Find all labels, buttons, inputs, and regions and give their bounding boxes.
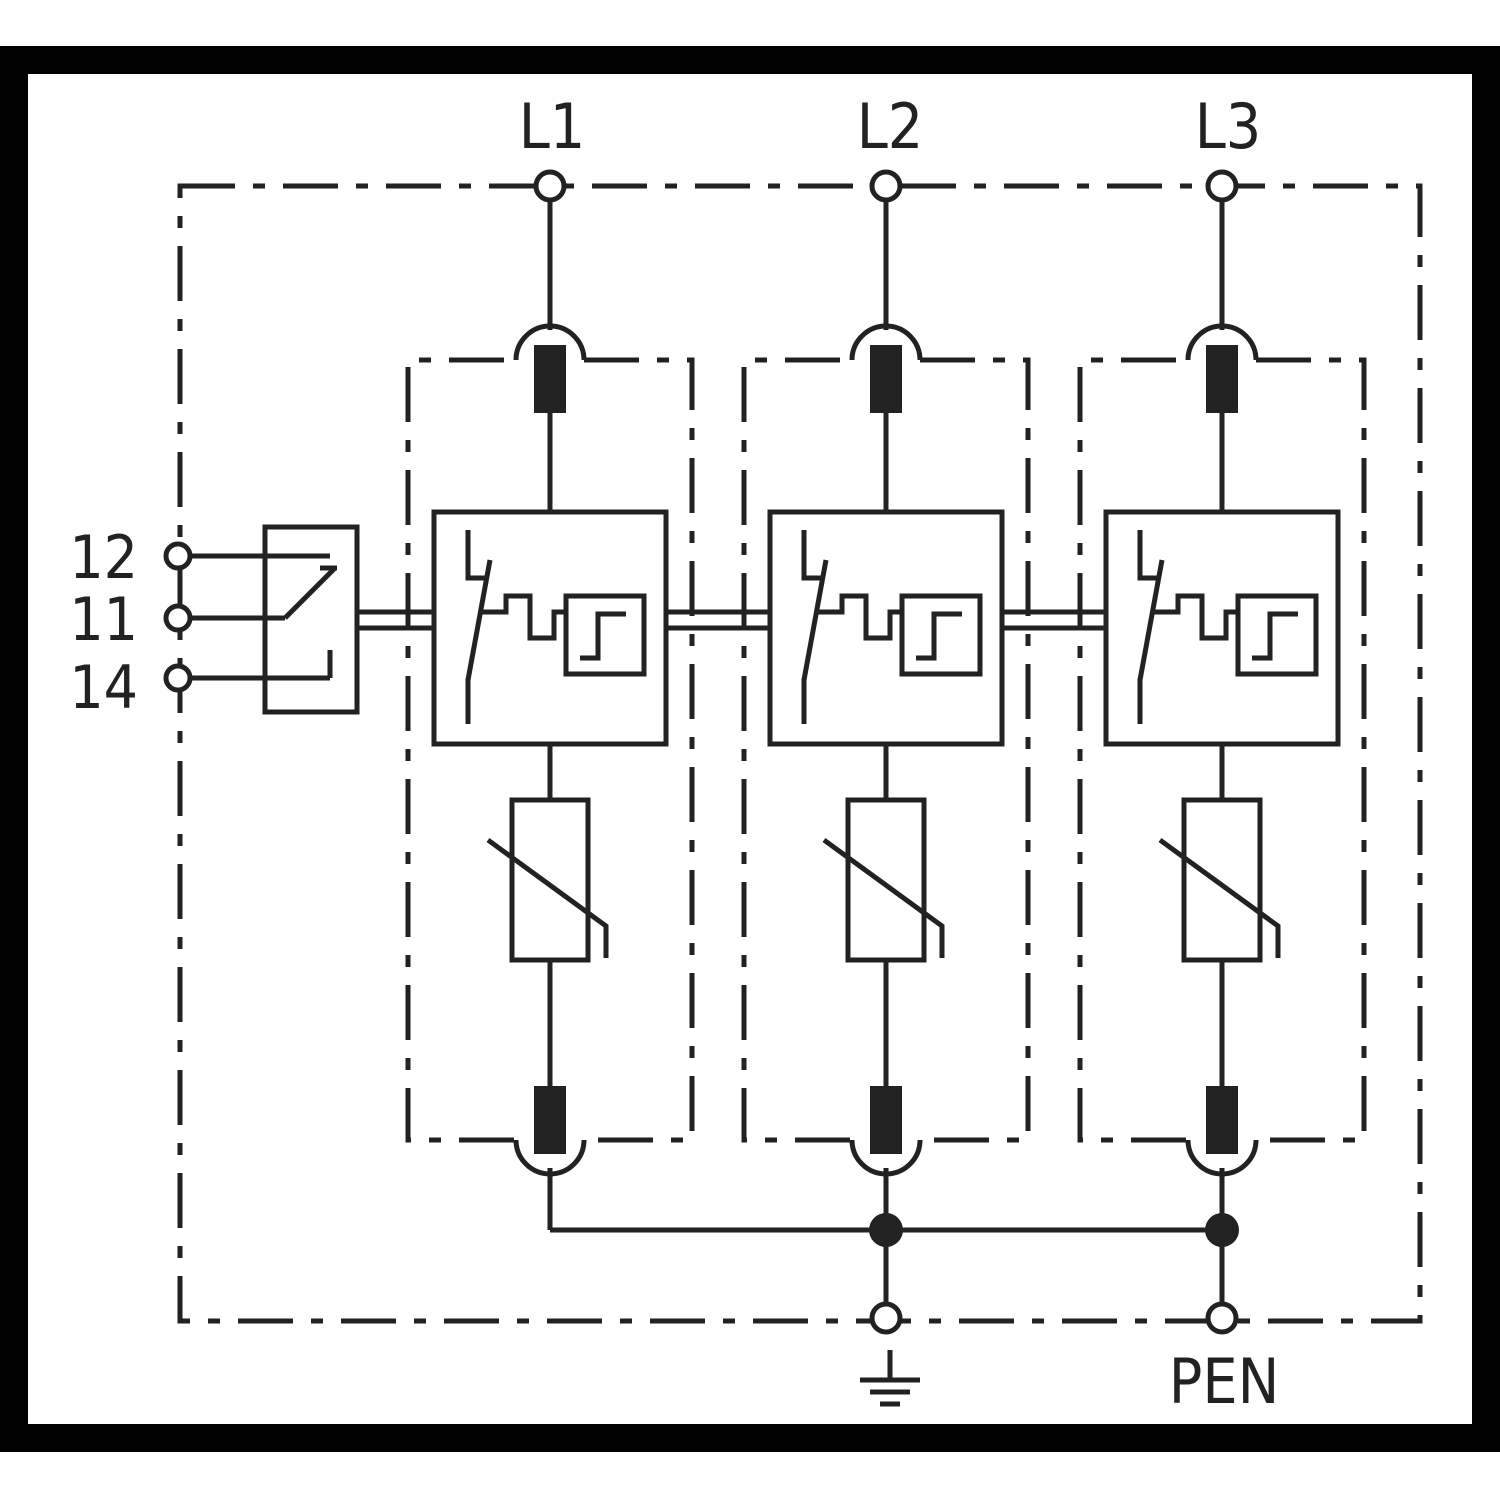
plug-contact-bottom — [870, 1086, 902, 1154]
plug-contact-top — [1206, 345, 1238, 413]
plug-contact-bottom — [534, 1086, 566, 1154]
plug-contact-bottom — [1206, 1086, 1238, 1154]
module-housing — [741, 357, 1031, 1143]
aux-terminal-12 — [163, 541, 193, 571]
varistor — [845, 797, 927, 963]
terminal-l3 — [1205, 169, 1239, 203]
aux-label-12: 12 — [69, 523, 138, 593]
trip-indicator — [899, 593, 983, 677]
plug-contact-top — [870, 345, 902, 413]
varistor-slash — [1158, 837, 1281, 958]
terminal-label-pen: PEN — [1169, 1345, 1280, 1418]
enclosure-boundary — [177, 183, 1423, 1324]
plug-top — [849, 323, 923, 361]
terminal-label-l2: L2 — [857, 90, 924, 163]
trip-step — [1252, 611, 1298, 661]
aux-terminal-14 — [163, 663, 193, 693]
aux-label-11: 11 — [69, 585, 138, 655]
trip-step — [916, 611, 962, 661]
switch-contact — [465, 530, 488, 581]
thermal-link — [1152, 593, 1238, 641]
thermal-link — [480, 593, 566, 641]
outer-frame — [0, 46, 1500, 1452]
trip-indicator — [1235, 593, 1319, 677]
varistor — [509, 797, 591, 963]
protection-module-3 — [1077, 169, 1367, 1177]
terminal-l2 — [869, 169, 903, 203]
trip-step — [580, 611, 626, 661]
mechanical-link — [358, 609, 1106, 631]
protection-module-2 — [741, 169, 1031, 1177]
trip-indicator — [563, 593, 647, 677]
switch-blade — [1137, 559, 1165, 681]
junction-dot — [1205, 1213, 1239, 1247]
terminal-label-l3: L3 — [1195, 90, 1262, 163]
plug-contact-top — [534, 345, 566, 413]
module-housing — [405, 357, 695, 1143]
aux-label-14: 14 — [69, 653, 138, 723]
terminal-label-l1: L1 — [519, 90, 586, 163]
switch-contact — [1137, 530, 1160, 581]
varistor-slash — [822, 837, 945, 958]
aux-terminal-11 — [163, 603, 193, 633]
switch-contact — [801, 530, 824, 581]
varistor — [1181, 797, 1263, 963]
earth-ground-icon — [860, 1350, 920, 1407]
remote-signal-contact — [180, 524, 360, 715]
thermal-link — [816, 593, 902, 641]
terminal-earth — [869, 1301, 903, 1335]
protection-module-1 — [405, 169, 695, 1177]
plug-top — [1185, 323, 1259, 361]
switch-blade — [465, 559, 493, 681]
junction-dot — [869, 1213, 903, 1247]
module-housing — [1077, 357, 1367, 1143]
common-bus — [547, 1168, 1239, 1308]
terminal-l1 — [533, 169, 567, 203]
plug-top — [513, 323, 587, 361]
protection-modules — [405, 169, 1367, 1177]
varistor-slash — [486, 837, 609, 958]
switch-blade — [801, 559, 829, 681]
terminal-pen — [1205, 1301, 1239, 1335]
